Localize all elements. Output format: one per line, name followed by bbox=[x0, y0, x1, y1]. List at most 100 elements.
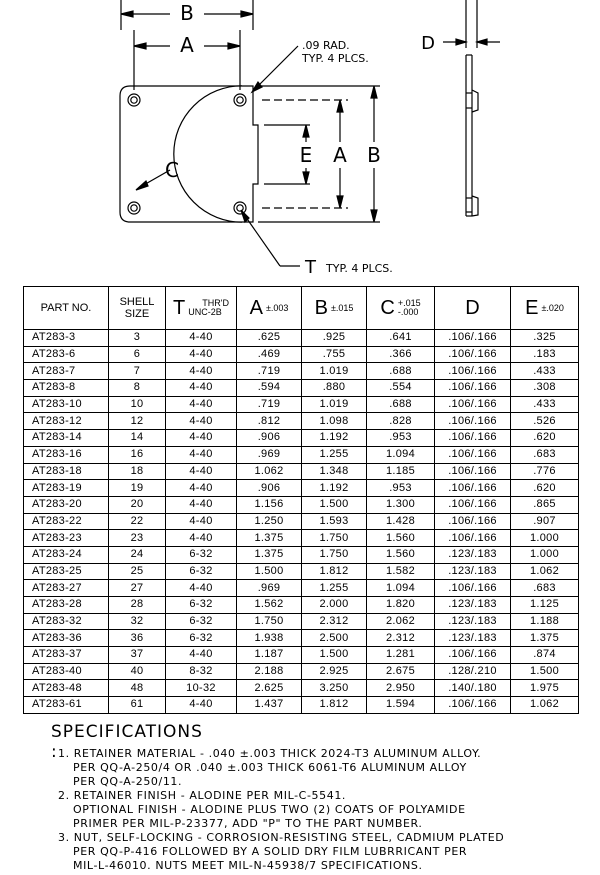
table-cell: 2.188 bbox=[236, 662, 302, 681]
header-e-letter: E bbox=[525, 297, 539, 320]
table-cell: 8 bbox=[108, 379, 166, 397]
table-cell: .641 bbox=[366, 329, 435, 347]
table-cell: .106/.166 bbox=[434, 579, 511, 597]
table-cell: 1.125 bbox=[510, 596, 579, 614]
table-cell: .906 bbox=[236, 429, 302, 447]
table-cell: 6-32 bbox=[165, 596, 237, 614]
table-cell: 1.094 bbox=[366, 579, 435, 597]
table-cell: .874 bbox=[510, 646, 579, 664]
table-cell: AT283-25 bbox=[23, 562, 109, 581]
table-cell: .688 bbox=[366, 395, 435, 414]
table-cell: 23 bbox=[108, 529, 166, 547]
table-cell: .123/.183 bbox=[434, 629, 511, 648]
table-cell: .325 bbox=[510, 329, 579, 347]
table-cell: 37 bbox=[108, 646, 166, 664]
table-cell: 27 bbox=[108, 579, 166, 597]
retainer-drawing: B A C E A B D .09 RAD. TYP. 4 PLCS. T TY… bbox=[119, 0, 500, 278]
header-thread-top: THR'D bbox=[202, 298, 229, 308]
table-cell: 4-40 bbox=[165, 429, 237, 447]
table-cell: .969 bbox=[236, 445, 302, 464]
table-cell: 1.560 bbox=[366, 545, 435, 564]
table-cell: AT283-24 bbox=[23, 545, 109, 564]
table-cell: AT283-14 bbox=[23, 429, 109, 447]
table-cell: .308 bbox=[510, 379, 579, 397]
table-cell: .106/.166 bbox=[434, 412, 511, 431]
header-a: A ±.003 bbox=[236, 286, 302, 330]
table-cell: 1.582 bbox=[366, 562, 435, 581]
dim-label-e: E bbox=[300, 143, 313, 167]
table-cell: .719 bbox=[236, 362, 302, 381]
table-cell: 4-40 bbox=[165, 495, 237, 514]
table-cell: .828 bbox=[366, 412, 435, 431]
table-cell: 4-40 bbox=[165, 345, 237, 364]
table-cell: .106/.166 bbox=[434, 479, 511, 497]
table-cell: .526 bbox=[510, 412, 579, 431]
table-cell: 1.000 bbox=[510, 545, 579, 564]
table-cell: 20 bbox=[108, 495, 166, 514]
table-cell: .719 bbox=[236, 395, 302, 414]
radius-note-line2: TYP. 4 PLCS. bbox=[301, 52, 369, 65]
table-cell: 10-32 bbox=[165, 679, 237, 698]
table-cell: 40 bbox=[108, 662, 166, 681]
table-cell: 1.156 bbox=[236, 495, 302, 514]
table-cell: 1.500 bbox=[236, 562, 302, 581]
table-cell: 1.750 bbox=[301, 545, 367, 564]
table-cell: .907 bbox=[510, 512, 579, 531]
table-cell: 2.312 bbox=[366, 629, 435, 648]
table-cell: 6-32 bbox=[165, 545, 237, 564]
table-cell: AT283-23 bbox=[23, 529, 109, 547]
table-cell: 2.312 bbox=[301, 612, 367, 631]
header-d: D bbox=[434, 286, 511, 330]
table-cell: .683 bbox=[510, 445, 579, 464]
table-cell: .683 bbox=[510, 579, 579, 597]
table-cell: 16 bbox=[108, 445, 166, 464]
table-cell: .106/.166 bbox=[434, 462, 511, 481]
table-cell: .123/.183 bbox=[434, 612, 511, 631]
spec-line: PER QQ-A-250/11. bbox=[73, 775, 183, 788]
table-cell: 1.250 bbox=[236, 512, 302, 531]
spec-line: MIL-L-46010. NUTS MEET MIL-N-45938/7 SPE… bbox=[73, 859, 423, 872]
header-part-no: PART NO. bbox=[23, 286, 109, 330]
table-cell: AT283-48 bbox=[23, 679, 109, 698]
table-cell: 1.255 bbox=[301, 579, 367, 597]
table-cell: 48 bbox=[108, 679, 166, 698]
table-cell: 24 bbox=[108, 545, 166, 564]
table-cell: .106/.166 bbox=[434, 529, 511, 547]
table-cell: 1.375 bbox=[236, 529, 302, 547]
table-cell: AT283-40 bbox=[23, 662, 109, 681]
header-thread-letter: T bbox=[173, 297, 186, 319]
table-cell: .106/.166 bbox=[434, 395, 511, 414]
table-cell: 1.812 bbox=[301, 696, 367, 714]
dim-label-a-side: A bbox=[333, 143, 347, 167]
table-cell: 4-40 bbox=[165, 529, 237, 547]
table-cell: 1.094 bbox=[366, 445, 435, 464]
table-cell: 1.938 bbox=[236, 629, 302, 648]
header-d-letter: D bbox=[465, 297, 480, 320]
table-cell: 1.348 bbox=[301, 462, 367, 481]
table-cell: AT283-18 bbox=[23, 462, 109, 481]
header-shell-size-line1: SHELL bbox=[119, 296, 155, 308]
table-cell: 6 bbox=[108, 345, 166, 364]
table-cell: 1.188 bbox=[510, 612, 579, 631]
table-cell: 14 bbox=[108, 429, 166, 447]
dim-label-b-top: B bbox=[180, 1, 194, 25]
table-cell: AT283-12 bbox=[23, 412, 109, 431]
thread-note-letter: T bbox=[304, 257, 317, 278]
table-cell: 1.500 bbox=[510, 662, 579, 681]
header-b-tolerance: ±.015 bbox=[330, 303, 354, 314]
table-cell: .688 bbox=[366, 362, 435, 381]
table-cell: 1.062 bbox=[236, 462, 302, 481]
table-cell: 4-40 bbox=[165, 462, 237, 481]
table-cell: .469 bbox=[236, 345, 302, 364]
table-cell: 1.500 bbox=[301, 646, 367, 664]
table-cell: 2.625 bbox=[236, 679, 302, 698]
table-cell: .183 bbox=[510, 345, 579, 364]
